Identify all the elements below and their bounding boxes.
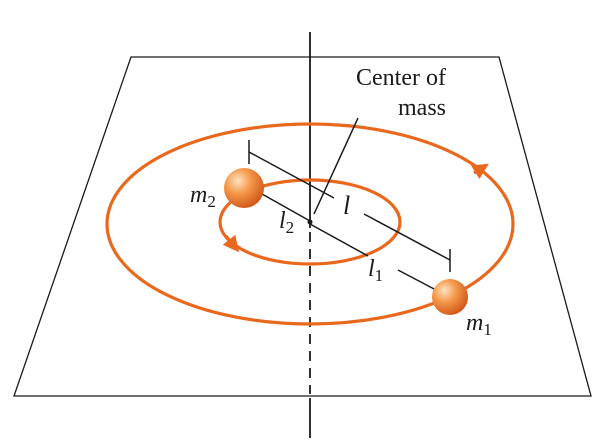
outer-orbit-arrow <box>470 163 489 180</box>
center-of-mass-label-line1: Center of <box>356 65 446 91</box>
mass-2-label: m2 <box>190 182 216 211</box>
inner-orbit-arrow <box>222 234 239 253</box>
distance-l2-sub: 2 <box>286 218 295 237</box>
inner-orbit <box>218 178 402 266</box>
mass-2-label-sub: 2 <box>207 192 216 211</box>
center-of-mass-leader <box>313 117 359 215</box>
mass-1-label-sub: 1 <box>483 320 492 339</box>
distance-l2-base: l <box>279 208 286 234</box>
dimension-l-segment-2 <box>363 213 451 261</box>
dimension-l-segment-1 <box>248 151 335 199</box>
mass-1-ball <box>432 279 468 315</box>
orbital-plane <box>13 56 592 397</box>
dimension-l1-segment-1 <box>309 223 369 257</box>
distance-l1-label: l1 <box>368 256 383 285</box>
center-of-mass-point <box>307 219 313 225</box>
mass-1-label: m1 <box>466 310 492 339</box>
outer-orbit <box>105 122 515 326</box>
distance-l-dimension <box>248 140 451 272</box>
distance-l1-l2-dimension <box>261 193 437 291</box>
dimension-l2-segment <box>261 193 311 222</box>
distance-l-label: l <box>343 191 350 220</box>
mass-1-label-base: m <box>466 310 483 336</box>
distance-l1-base: l <box>368 256 375 282</box>
dimension-l1-segment-2 <box>397 269 437 291</box>
distance-l1-sub: 1 <box>375 266 384 285</box>
mass-2-label-base: m <box>190 182 207 208</box>
center-of-mass-label-line2: mass <box>398 95 446 121</box>
mass-2-ball <box>224 168 264 208</box>
distance-l2-label: l2 <box>279 208 294 237</box>
